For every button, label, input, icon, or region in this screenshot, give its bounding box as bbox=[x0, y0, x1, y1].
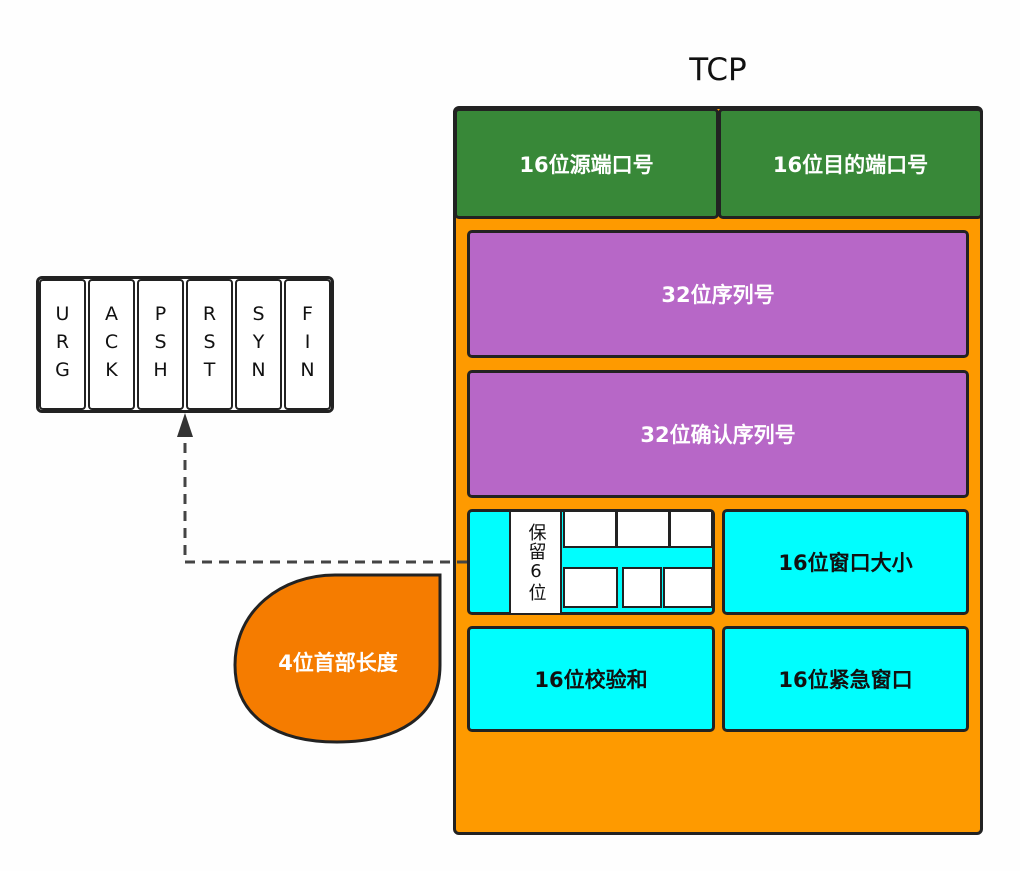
flag-cell bbox=[616, 510, 670, 548]
diagram-title: TCP bbox=[689, 52, 747, 88]
flag-ack: ACK bbox=[88, 279, 135, 410]
reserved-bits-field: 保留6位 bbox=[509, 510, 562, 615]
dashed-connector-line bbox=[183, 430, 467, 564]
flag-syn: SYN bbox=[235, 279, 282, 410]
acknowledgment-number-field: 32位确认序列号 bbox=[467, 370, 969, 498]
sequence-number-field: 32位序列号 bbox=[467, 230, 969, 358]
flag-urg: URG bbox=[39, 279, 86, 410]
source-port-field: 16位源端口号 bbox=[454, 108, 719, 219]
flag-psh: PSH bbox=[137, 279, 184, 410]
flag-cell bbox=[663, 567, 713, 608]
flag-cell bbox=[669, 510, 713, 548]
flag-cell bbox=[622, 567, 662, 608]
flag-cell bbox=[563, 567, 618, 608]
destination-port-field: 16位目的端口号 bbox=[718, 108, 983, 219]
connector-arrow-icon bbox=[177, 413, 193, 437]
urgent-pointer-field: 16位紧急窗口 bbox=[722, 626, 969, 732]
window-size-field: 16位窗口大小 bbox=[722, 509, 969, 615]
header-length-label: 4位首部长度 bbox=[278, 651, 398, 675]
flag-fin: FIN bbox=[284, 279, 331, 410]
header-length-bubble bbox=[233, 573, 442, 744]
flag-rst: RST bbox=[186, 279, 233, 410]
checksum-field: 16位校验和 bbox=[467, 626, 715, 732]
